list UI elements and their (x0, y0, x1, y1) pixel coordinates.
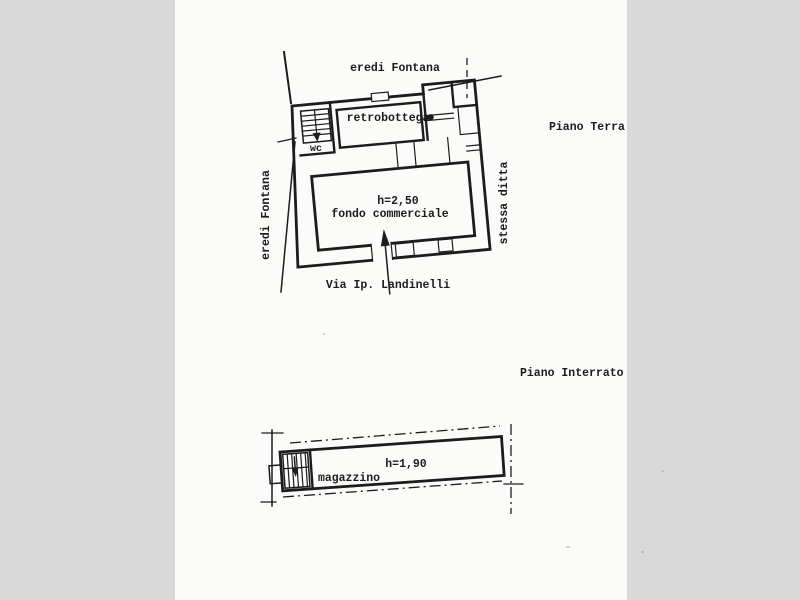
top-wall-recess-outline (370, 91, 390, 103)
basement-plan (268, 435, 506, 493)
ink-layer: eredi Fontana Piano Terra retrobottega w… (260, 50, 664, 553)
main-room-walls (310, 160, 477, 252)
scan-speck (566, 546, 570, 548)
top-wall-recess (371, 92, 389, 102)
window-recess-1-outline (394, 241, 415, 258)
label-street: Via Ip. Landinelli (326, 279, 450, 292)
topright-room-inner (457, 106, 480, 136)
basement-down-arrow-icon (291, 467, 299, 477)
entrance-arrow-icon (380, 229, 390, 247)
basement-stair-wall (308, 448, 314, 491)
basement-staircase-icon (281, 451, 311, 490)
backshop-room-walls (335, 100, 426, 150)
label-wc-room: wc (310, 144, 322, 155)
label-neighbor-right: stessa ditta (498, 162, 511, 245)
door-hinge-dot (427, 114, 434, 121)
label-storage-height: h=1,90 (385, 458, 427, 471)
label-main-room: fondo commerciale (331, 208, 448, 221)
ground-floor-plan (290, 78, 492, 295)
window-recess-1 (395, 242, 415, 258)
scan-speck (323, 333, 325, 335)
label-main-room-height: h=2,50 (377, 195, 419, 208)
boundary-tick-left (277, 137, 297, 143)
window-recess-2-outline (437, 238, 454, 253)
label-neighbor-top: eredi Fontana (350, 62, 440, 75)
strip-door-jambs (395, 137, 451, 170)
boundary-line-top-right (428, 75, 502, 91)
right-cavity-door-lines (465, 144, 482, 152)
stair-room-walls (299, 101, 336, 157)
label-ground-floor-title: Piano Terra (549, 121, 625, 134)
boundary-line-top-left (282, 50, 293, 105)
basement-boundary-ticks (260, 432, 284, 503)
entrance-arrow-shaft (384, 245, 391, 295)
stair-rail-line (313, 109, 318, 134)
corridor-left-wall (422, 92, 429, 141)
stair-down-arrow-icon (312, 132, 321, 142)
topright-room-walls (450, 80, 478, 109)
projection-line-top (289, 425, 501, 444)
boundary-line-left (280, 141, 296, 293)
label-storage-room: magazzino (318, 472, 380, 485)
scan-speck (662, 470, 664, 472)
scan-speck (641, 551, 644, 553)
label-neighbor-left: eredi Fontana (260, 170, 273, 260)
entrance-jambs (370, 241, 394, 262)
label-backshop-room: retrobottega (347, 112, 430, 125)
entrance-opening (370, 240, 393, 264)
projection-line-bottom (282, 480, 503, 498)
paper-sheet (175, 0, 627, 600)
basement-left-porch (268, 464, 283, 485)
label-basement-title: Piano Interrato (520, 367, 624, 380)
basement-arrow-shaft (293, 456, 296, 468)
window-recess-2 (438, 238, 454, 253)
